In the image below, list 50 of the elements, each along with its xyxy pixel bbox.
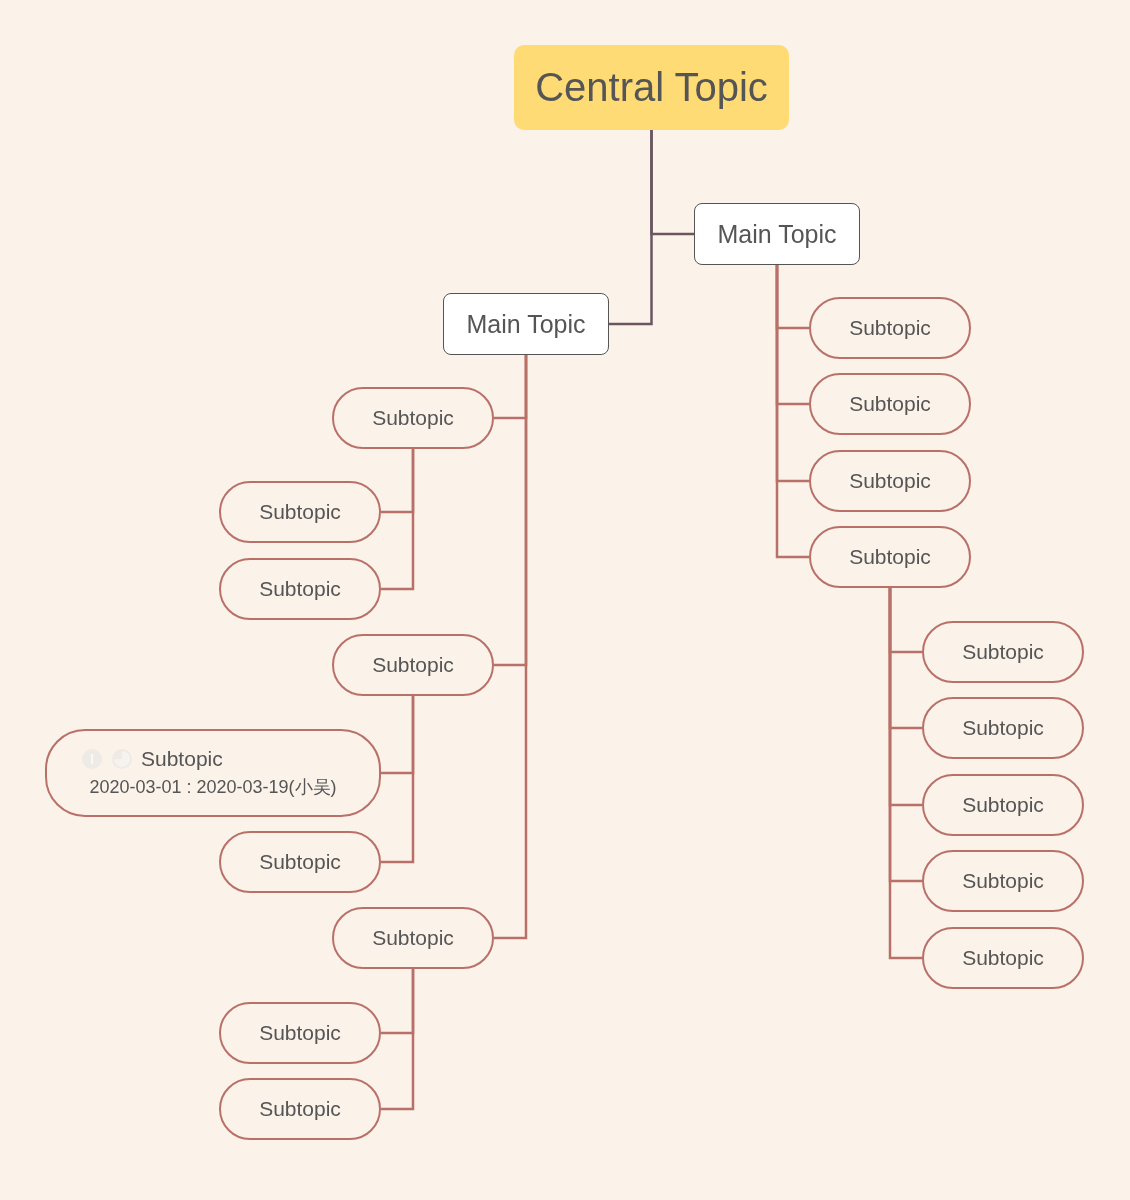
main-topic-box [443, 293, 609, 355]
topic-label: Subtopic [849, 469, 931, 493]
subtopic-box [219, 831, 381, 893]
topic-label: Subtopic [962, 793, 1044, 817]
topic-label: Subtopic [372, 406, 454, 430]
topic-label: Subtopic [962, 869, 1044, 893]
connector-line [888, 588, 922, 960]
topic-label: Subtopic [849, 545, 931, 569]
topic-label: Subtopic [372, 926, 454, 950]
subtopic-box [922, 621, 1084, 683]
subtopic-box [922, 927, 1084, 989]
topic-label: Subtopic [259, 1097, 341, 1121]
topic-label: Central Topic [535, 65, 768, 110]
topic-label: Subtopic [259, 577, 341, 601]
connector-line [775, 265, 809, 559]
subtopic-box [809, 373, 971, 435]
date-range-text: 2020-03-01 : 2020-03-19(小吴) [89, 776, 337, 799]
subtopic-box [45, 729, 381, 817]
subtopic-box [219, 481, 381, 543]
topic-label: Subtopic [962, 640, 1044, 664]
connector-line [381, 696, 415, 864]
topic-label: Subtopic [259, 850, 341, 874]
subtopic-box [809, 450, 971, 512]
central-topic-box [514, 45, 789, 130]
topic-label: Subtopic [259, 1021, 341, 1045]
connector-line [494, 355, 528, 940]
topic-label: Subtopic [849, 392, 931, 416]
topic-label: Main Topic [466, 309, 586, 339]
topic-label: Subtopic [259, 500, 341, 524]
subtopic-box [922, 697, 1084, 759]
subtopic-box [332, 907, 494, 969]
topic-label: Subtopic [962, 946, 1044, 970]
subtopic-box [219, 1078, 381, 1140]
subtopic-box [809, 526, 971, 588]
subtopic-box [332, 634, 494, 696]
subtopic-box [219, 558, 381, 620]
subtopic-box [219, 1002, 381, 1064]
topic-label: Subtopic [849, 316, 931, 340]
connector-line [381, 969, 415, 1111]
topic-label: Subtopic [962, 716, 1044, 740]
connector-line [609, 130, 653, 326]
subtopic-box [922, 850, 1084, 912]
topic-label: Main Topic [717, 219, 837, 249]
main-topic-box [694, 203, 860, 265]
subtopic-box [332, 387, 494, 449]
topic-label: Subtopic [141, 747, 223, 771]
connector-line [381, 449, 415, 591]
subtopic-box [922, 774, 1084, 836]
subtopic-box [809, 297, 971, 359]
topic-label: Subtopic [372, 653, 454, 677]
